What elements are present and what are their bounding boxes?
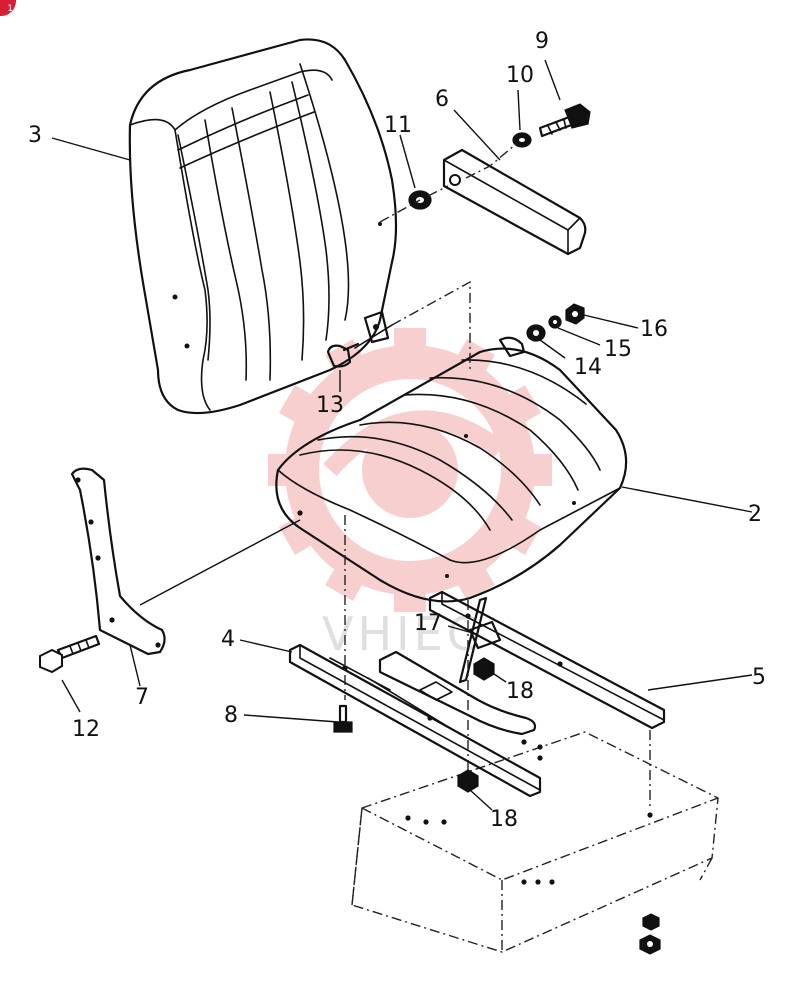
callout-16: 16 xyxy=(640,317,668,342)
armrest xyxy=(442,148,587,256)
callout-18-lower: 18 xyxy=(490,807,518,832)
callout-2: 2 xyxy=(748,502,762,527)
callout-5: 5 xyxy=(752,665,766,690)
callout-8: 8 xyxy=(224,703,238,728)
seat-cushion xyxy=(275,336,628,603)
nut-16 xyxy=(565,303,585,325)
callout-9: 9 xyxy=(535,29,549,54)
slide-rail-right xyxy=(428,590,666,730)
callout-leaders xyxy=(51,59,753,811)
seat-box-base xyxy=(351,731,719,955)
washer-14 xyxy=(526,324,546,342)
callout-14: 14 xyxy=(574,355,602,380)
backrest xyxy=(128,38,398,415)
nut-18-lower xyxy=(457,769,479,793)
watermark-gear-logo xyxy=(268,328,552,612)
callout-7: 7 xyxy=(135,685,149,710)
corner-badge-label: 1 xyxy=(7,4,13,14)
assembly-lines xyxy=(139,143,651,810)
bolt-8 xyxy=(333,704,353,733)
callout-13: 13 xyxy=(316,393,344,418)
washer-15 xyxy=(548,315,562,329)
washer-10 xyxy=(512,132,532,148)
callout-15: 15 xyxy=(604,337,632,362)
callout-12: 12 xyxy=(72,717,100,742)
side-bracket xyxy=(70,467,166,656)
corner-badge: 1 xyxy=(0,0,16,16)
adjuster-lever xyxy=(378,650,537,736)
callout-3: 3 xyxy=(28,123,42,148)
callout-17: 17 xyxy=(414,611,442,636)
nut-18-upper xyxy=(473,657,495,681)
bolt-9 xyxy=(538,103,591,138)
bolt-12 xyxy=(39,634,101,674)
callout-18-upper: 18 xyxy=(506,679,534,704)
watermark-text: VHIEC xyxy=(322,607,483,661)
callout-4: 4 xyxy=(221,627,235,652)
callout-numbers: 2 3 4 5 6 7 8 9 10 11 12 13 14 15 16 17 … xyxy=(28,29,766,832)
link-rod xyxy=(458,596,502,684)
callout-10: 10 xyxy=(506,63,534,88)
callout-11: 11 xyxy=(384,113,412,138)
bottom-nuts xyxy=(639,913,661,955)
bolt-13 xyxy=(326,342,360,368)
slide-rail-left xyxy=(288,643,542,798)
callout-6: 6 xyxy=(435,87,449,112)
